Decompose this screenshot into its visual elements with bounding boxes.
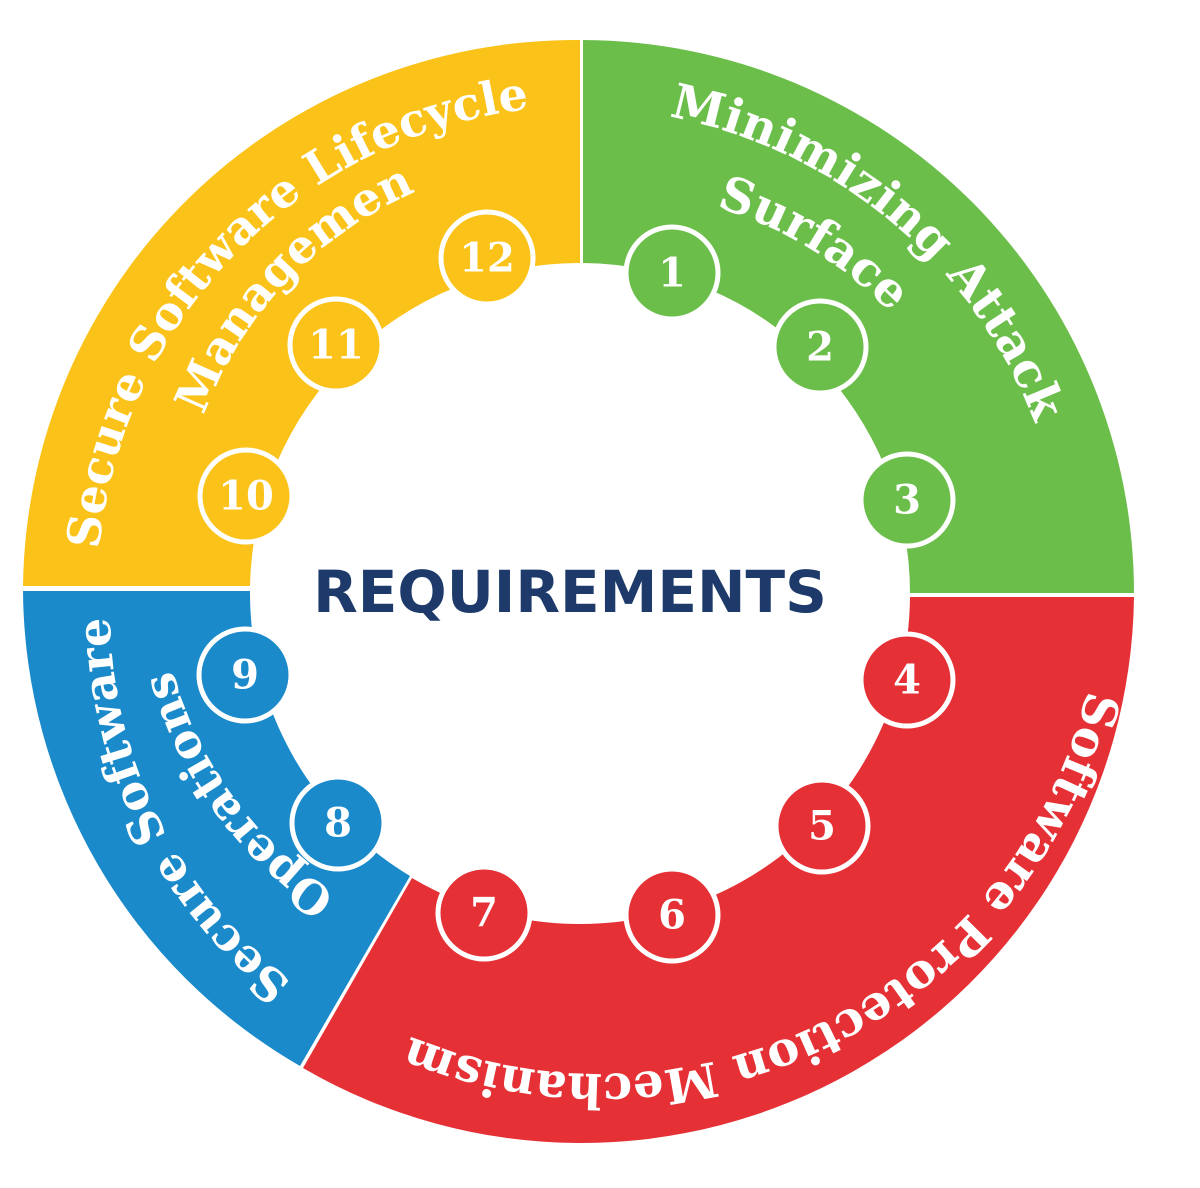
badge-8-number: 8 <box>324 800 352 847</box>
numbered-badges: 1 2 3 4 5 6 7 8 <box>196 209 956 964</box>
badge-1-number: 1 <box>658 250 686 297</box>
badge-11: 11 <box>287 296 385 394</box>
badge-10: 10 <box>197 447 295 545</box>
badge-9: 9 <box>196 626 294 724</box>
badge-10-number: 10 <box>218 473 274 520</box>
badge-4: 4 <box>858 631 956 729</box>
badge-3-number: 3 <box>893 477 921 524</box>
badge-12: 12 <box>438 209 536 307</box>
badge-4-number: 4 <box>893 657 921 704</box>
badge-6: 6 <box>623 866 721 964</box>
badge-9-number: 9 <box>231 652 259 699</box>
center-title: REQUIREMENTS <box>313 558 827 626</box>
badge-3: 3 <box>858 451 956 549</box>
segment-secure-software-operations <box>23 591 410 1066</box>
badge-11-number: 11 <box>308 322 364 369</box>
segment-minimizing-attack-surface <box>583 40 1134 593</box>
badge-5: 5 <box>773 777 871 875</box>
badge-8: 8 <box>289 774 387 872</box>
badge-5-number: 5 <box>808 803 836 850</box>
badge-7: 7 <box>435 864 533 962</box>
badge-12-number: 12 <box>459 235 515 282</box>
segment-software-protection-mechanism <box>303 597 1134 1143</box>
badge-7-number: 7 <box>470 890 498 937</box>
badge-2-number: 2 <box>806 324 834 371</box>
badge-1: 1 <box>623 224 721 322</box>
badge-2: 2 <box>771 298 869 396</box>
badge-6-number: 6 <box>658 892 686 939</box>
